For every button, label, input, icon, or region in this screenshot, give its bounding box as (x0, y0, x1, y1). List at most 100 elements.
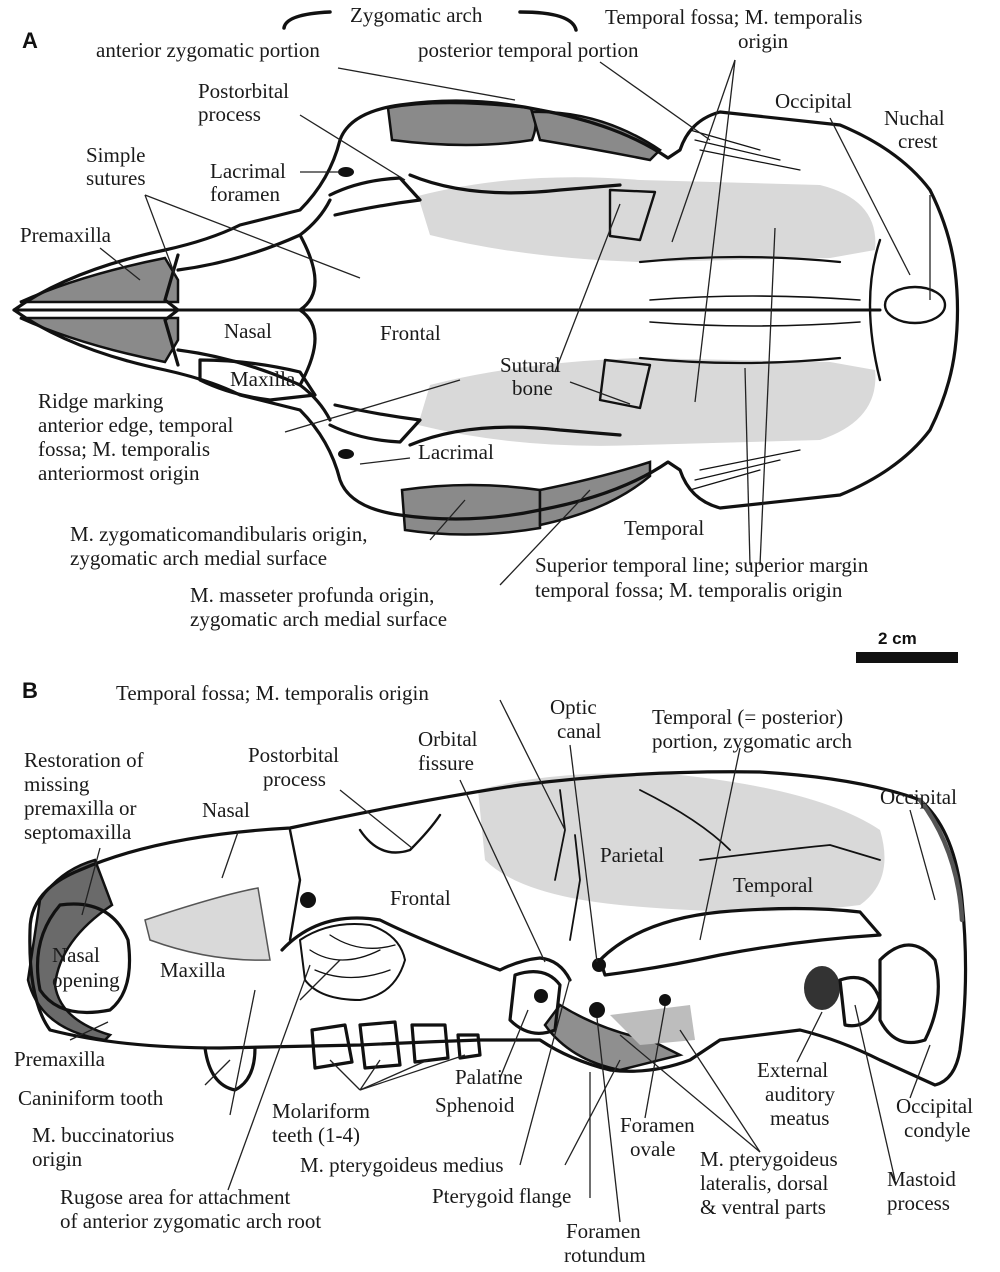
nasal-lateral-shading (144, 887, 271, 961)
superior-temporal-lines (638, 255, 842, 365)
foramen-rotundum-hole (589, 1002, 605, 1018)
label-premaxilla-b: Premaxilla (14, 1047, 106, 1071)
label-restoration-1: Restoration of (24, 748, 144, 772)
label-superior-line-1: Superior temporal line; superior margin (535, 553, 869, 577)
temporal-fossa-lower (418, 358, 876, 446)
molariform-teeth (310, 1020, 482, 1070)
rugose-area (299, 923, 406, 1001)
nasal-suture (176, 198, 332, 422)
label-nasal-b: Nasal (202, 798, 250, 822)
label-postorbital-a-2: process (198, 102, 261, 126)
label-anterior-zygomatic: anterior zygomatic portion (96, 38, 320, 62)
label-nasal-opening-1: Nasal (52, 943, 100, 967)
zygomatic-arch-posterior-lower (538, 460, 652, 527)
panel-a-letter: A (22, 28, 38, 53)
rugose-texture (309, 934, 396, 979)
zygomatic-arch-posterior-upper (530, 110, 662, 162)
label-pterygoid-flange: Pterygoid flange (432, 1184, 571, 1208)
panel-a-labels: Zygomatic arch anterior zygomatic portio… (20, 3, 945, 631)
label-superior-line-2: temporal fossa; M. temporalis origin (535, 578, 843, 602)
panel-a-leaders (99, 59, 931, 586)
label-parietal: Parietal (600, 843, 664, 867)
sutural-bone-upper (608, 188, 657, 242)
label-external-1: External (757, 1058, 828, 1082)
label-caniniform: Caniniform tooth (18, 1086, 164, 1110)
zygomatic-arch-temporal-portion (598, 906, 882, 977)
label-occipital-condyle-1: Occipital (896, 1094, 973, 1118)
orbital-fissure-hole (592, 958, 606, 972)
label-restoration-3: premaxilla or (24, 796, 137, 820)
caniniform-tooth (203, 1046, 257, 1092)
label-temporal-portion-1: Temporal (= posterior) (652, 705, 843, 729)
zygomatic-bracket-left (282, 10, 332, 30)
label-temporal-b: Temporal (733, 873, 813, 897)
temporal-sutures-lateral (639, 789, 881, 861)
pterygoideus-lateralis-area (610, 1005, 695, 1045)
label-foramen-rotundum-1: Foramen (566, 1219, 641, 1243)
label-molariform-1: Molariform (272, 1099, 370, 1123)
label-sutural-2: bone (512, 376, 553, 400)
mastoid-process (838, 975, 882, 1028)
label-ridge-4: anteriormost origin (38, 461, 200, 485)
occipital-condyle-dorsal (883, 285, 947, 325)
label-simple-sutures-2: sutures (86, 166, 146, 190)
label-postorbital-b-2: process (263, 767, 326, 791)
zygomatic-arch-anterior-lower (400, 483, 542, 536)
label-frontal-a: Frontal (380, 321, 441, 345)
molar-4 (456, 1033, 482, 1060)
label-mastoid-1: Mastoid (887, 1167, 956, 1191)
sutural-bone-lower (598, 358, 652, 410)
external-auditory-meatus (804, 966, 840, 1010)
label-optic-2: canal (557, 719, 601, 743)
scale-bar-rect (856, 652, 958, 663)
label-maxilla-b: Maxilla (160, 958, 226, 982)
parietal-sutures (649, 295, 861, 327)
occipital-rim (917, 797, 965, 923)
label-zygomaticomandibularis-1: M. zygomaticomandibularis origin, (70, 522, 367, 546)
label-simple-sutures-1: Simple (86, 143, 146, 167)
lacrimal-foramen-lower (338, 449, 354, 459)
orbit-lower-margin (280, 916, 572, 982)
label-zygomatic-arch: Zygomatic arch (350, 3, 483, 27)
panel-b: B (14, 678, 973, 1267)
panel-b-letter: B (22, 678, 38, 703)
premaxilla-right (19, 316, 180, 364)
panel-a: A (12, 3, 960, 663)
label-restoration-4: septomaxilla (24, 820, 132, 844)
scale-bar: 2 cm (856, 629, 958, 663)
label-external-2: auditory (765, 1082, 835, 1106)
label-temporal-fossa-b: Temporal fossa; M. temporalis origin (116, 681, 429, 705)
temporal-fossa-lateral (478, 773, 885, 912)
label-zygomaticomandibularis-2: zygomatic arch medial surface (70, 546, 327, 570)
panel-b-leaders (69, 699, 936, 1223)
label-postorbital-a-1: Postorbital (198, 79, 289, 103)
label-pterygoideus-lateralis-3: & ventral parts (700, 1195, 826, 1219)
label-pterygoideus-lateralis-2: lateralis, dorsal (700, 1171, 828, 1195)
label-frontal-b: Frontal (390, 886, 451, 910)
scale-bar-label: 2 cm (878, 629, 917, 648)
label-pterygoideus-medius: M. pterygoideus medius (300, 1153, 504, 1177)
optic-canal-hole (534, 989, 548, 1003)
label-external-3: meatus (770, 1106, 829, 1130)
panel-b-labels: Temporal fossa; M. temporalis origin Opt… (14, 681, 973, 1267)
label-occipital-b: Occipital (880, 785, 957, 809)
skull-outline-dorsal (12, 99, 960, 521)
label-maxilla-a: Maxilla (230, 367, 296, 391)
nasofrontal-suture (298, 233, 317, 387)
label-nasal-opening-2: opening (52, 968, 120, 992)
postorbital-process-edges (408, 173, 622, 447)
foramen-ovale-hole (659, 994, 671, 1006)
nasal-opening (35, 902, 132, 1015)
label-palatine: Palatine (455, 1065, 523, 1089)
frontal-orbit-margin (328, 176, 422, 444)
label-orbital-1: Orbital (418, 727, 478, 751)
label-ridge-2: anterior edge, temporal (38, 413, 233, 437)
zygomatic-bracket-right (518, 10, 578, 32)
molar-3 (410, 1023, 450, 1064)
label-masseter-1: M. masseter profunda origin, (190, 583, 434, 607)
label-buccinatorius-2: origin (32, 1147, 83, 1171)
label-optic-1: Optic (550, 695, 597, 719)
skull-outline-lateral (28, 770, 968, 1087)
label-foramen-ovale-1: Foramen (620, 1113, 695, 1137)
label-sphenoid: Sphenoid (435, 1093, 515, 1117)
